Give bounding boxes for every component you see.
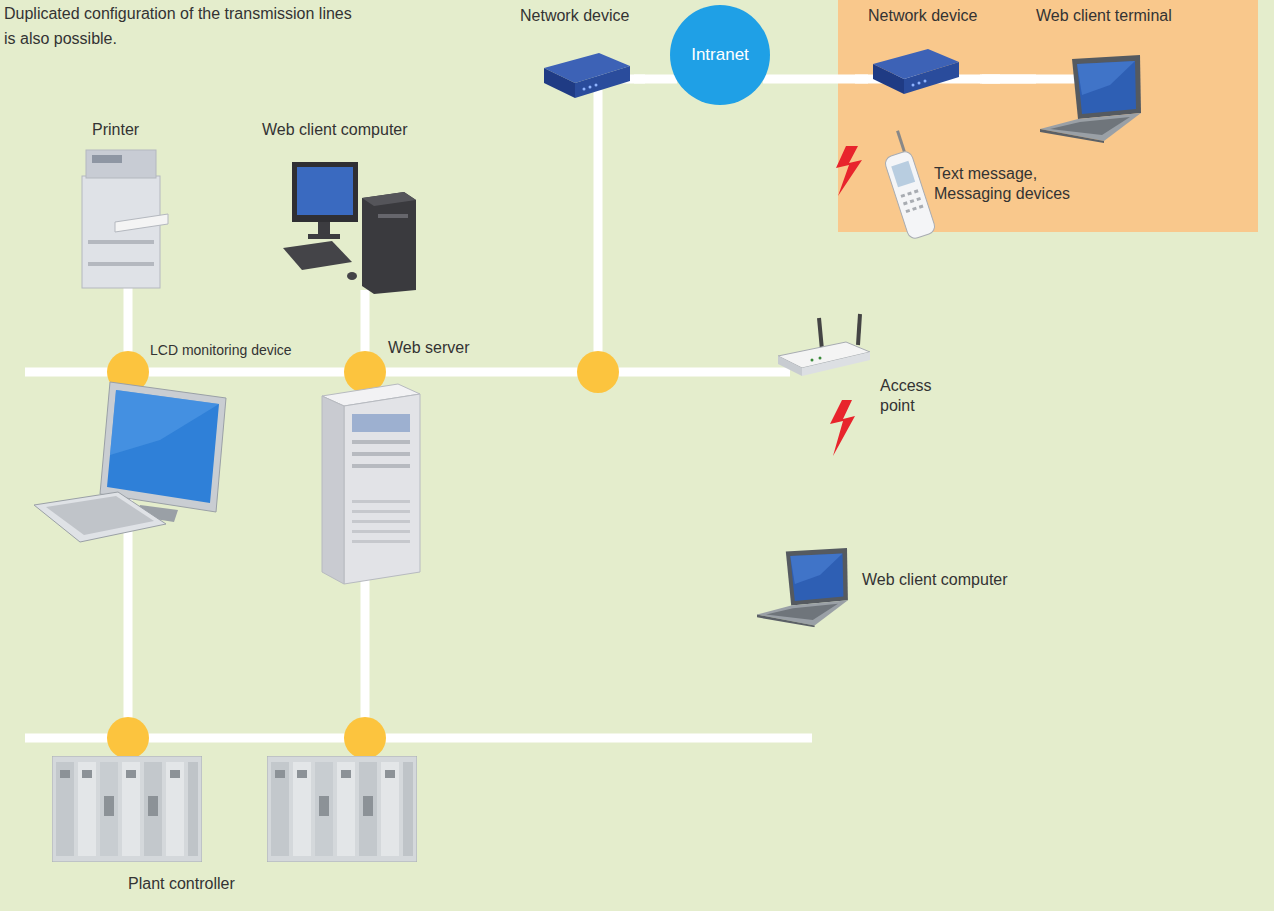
network-device-icon [873,49,959,94]
network-device-icon [544,53,630,98]
network-line [763,75,868,84]
mobile-phone-icon [877,129,937,240]
wireless-bolt [830,400,855,456]
device-label: Access point [880,376,942,416]
junction-dots [107,351,619,759]
device-label: Text message, Messaging devices [934,164,1084,204]
plant-controller-icon [267,756,417,862]
node-label: Network device [520,6,629,26]
laptop-icon [757,548,848,627]
transmission-lines [25,79,1080,770]
wireless-bolt [836,146,862,196]
network-line [982,75,1036,84]
device-node: Web client terminal [1036,6,1186,142]
printer-icon [82,150,168,288]
plant-controller-icon [52,756,202,862]
note-text: Duplicated configuration of the transmis… [4,2,352,52]
node-label: Intranet [691,44,749,65]
device-label: Web server [388,338,470,358]
node-label: Web client terminal [1036,6,1172,26]
lcd-monitor-icon [34,382,226,542]
desktop-computer-icon [283,162,416,294]
device-node: Network device [868,6,982,122]
server-icon [322,384,420,584]
device-label: Plant controller [128,874,235,894]
device-label: Printer [92,120,139,140]
network-circle: Intranet [670,5,770,105]
device-label: Web client computer [262,120,408,140]
laptop-icon [1040,55,1141,143]
node-label: Network device [868,6,977,26]
device-node: Network device [520,6,634,122]
device-label: Web client computer [862,570,1008,590]
access-point-icon [778,314,870,376]
network-line [634,75,677,84]
device-label: LCD monitoring device [150,342,292,360]
circle-fill [670,5,770,105]
